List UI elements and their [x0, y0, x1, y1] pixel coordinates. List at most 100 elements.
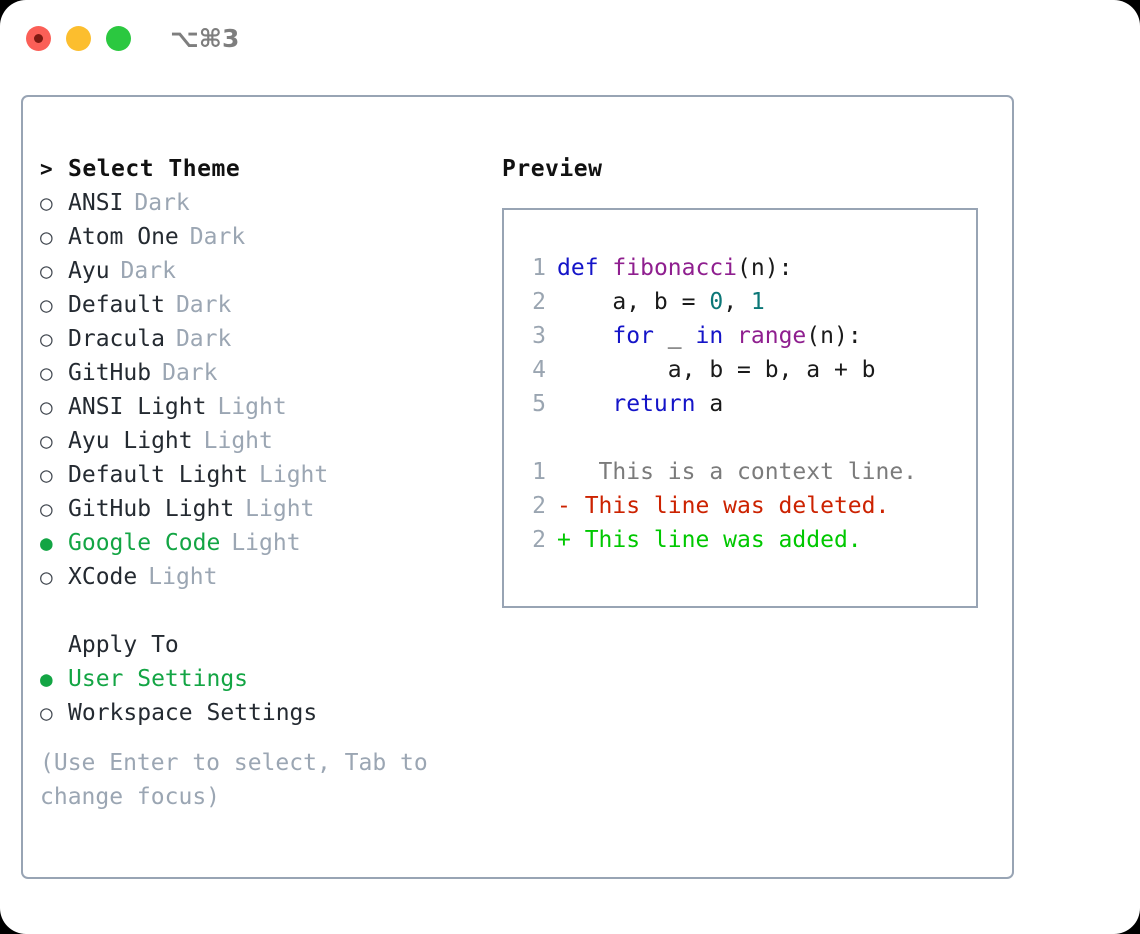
- code-token: return: [612, 391, 696, 417]
- diff-line: 2 - This line was deleted.: [524, 489, 976, 523]
- line-number: 2: [532, 289, 546, 315]
- diff-sample: 1 This is a context line. 2 - This line wa…: [524, 455, 976, 557]
- theme-name: Dracula: [68, 326, 165, 352]
- theme-name: GitHub Light: [68, 496, 235, 522]
- radio-unselected-icon[interactable]: ○: [40, 463, 53, 487]
- code-token: [557, 323, 612, 349]
- preview-title: Preview: [502, 156, 603, 182]
- theme-name: Atom One: [68, 224, 179, 250]
- diff-line: 2 + This line was added.: [524, 523, 976, 557]
- theme-list-item[interactable]: ○ Dracula Dark: [40, 322, 500, 356]
- code-token: [723, 323, 737, 349]
- theme-name: GitHub: [68, 360, 152, 386]
- apply-to-label: Apply To: [68, 632, 179, 658]
- radio-selected-icon[interactable]: ●: [40, 531, 53, 555]
- theme-variant-badge: Dark: [162, 360, 218, 386]
- apply-to-item[interactable]: ○ Workspace Settings: [40, 696, 500, 730]
- line-number: 2: [532, 493, 546, 519]
- apply-to-header: Apply To: [40, 628, 500, 662]
- radio-unselected-icon[interactable]: ○: [40, 701, 53, 725]
- code-token: def: [557, 255, 599, 281]
- close-button[interactable]: [26, 26, 51, 51]
- theme-variant-badge: Light: [259, 462, 329, 488]
- radio-unselected-icon[interactable]: ○: [40, 361, 53, 385]
- window-title: ⌥⌘3: [170, 24, 240, 53]
- code-line: 4 a, b = b, a + b: [524, 353, 976, 387]
- theme-name: XCode: [68, 564, 138, 590]
- radio-unselected-icon[interactable]: ○: [40, 565, 53, 589]
- code-line: 3 for _ in range(n):: [524, 319, 976, 353]
- line-number: 2: [532, 527, 546, 553]
- radio-unselected-icon[interactable]: ○: [40, 293, 53, 317]
- radio-unselected-icon[interactable]: ○: [40, 225, 53, 249]
- code-token: a, b =: [557, 289, 710, 315]
- theme-variant-badge: Light: [148, 564, 218, 590]
- theme-list-item[interactable]: ○ GitHub Dark: [40, 356, 500, 390]
- code-token: _: [653, 323, 696, 349]
- theme-list-item[interactable]: ○ Atom One Dark: [40, 220, 500, 254]
- theme-variant-badge: Light: [245, 496, 315, 522]
- apply-to-option-label: Workspace Settings: [68, 700, 318, 726]
- prompt-caret-icon: >: [40, 157, 53, 181]
- code-token: for: [612, 323, 654, 349]
- code-line: 5 return a: [524, 387, 976, 421]
- theme-variant-badge: Dark: [134, 190, 190, 216]
- radio-selected-icon[interactable]: ●: [40, 667, 53, 691]
- code-token: 0: [709, 289, 724, 315]
- theme-list-item[interactable]: ○ XCode Light: [40, 560, 500, 594]
- apply-to-item[interactable]: ● User Settings: [40, 662, 500, 696]
- window-controls: [26, 26, 131, 51]
- theme-variant-badge: Dark: [175, 292, 232, 318]
- radio-unselected-icon[interactable]: ○: [40, 327, 53, 351]
- theme-name: Default Light: [68, 462, 249, 488]
- code-token: [557, 391, 612, 417]
- theme-name: Google Code: [68, 530, 221, 556]
- theme-variant-badge: Dark: [120, 258, 176, 284]
- code-token: a, b = b, a + b: [557, 357, 876, 383]
- diff-line: 1 This is a context line.: [524, 455, 976, 489]
- radio-unselected-icon[interactable]: ○: [40, 429, 53, 453]
- radio-unselected-icon[interactable]: ○: [40, 259, 53, 283]
- code-token: fibonacci: [612, 255, 738, 281]
- theme-variant-badge: Dark: [189, 224, 246, 250]
- theme-list-item[interactable]: ○ GitHub Light Light: [40, 492, 500, 526]
- theme-list-item[interactable]: ○ Default Dark: [40, 288, 500, 322]
- theme-variant-badge: Light: [217, 394, 287, 420]
- section-spacer: [40, 594, 500, 628]
- code-token: (n):: [806, 323, 862, 349]
- code-token: [599, 255, 613, 281]
- radio-unselected-icon[interactable]: ○: [40, 395, 53, 419]
- code-diff-spacer: [524, 421, 976, 455]
- line-number: 3: [532, 323, 546, 349]
- theme-variant-badge: Dark: [175, 326, 232, 352]
- theme-list-item[interactable]: ○ ANSI Dark: [40, 186, 500, 220]
- diff-text: + This line was added.: [557, 527, 862, 553]
- select-theme-label: Select Theme: [68, 156, 241, 182]
- diff-text: This is a context line.: [557, 459, 918, 485]
- diff-text: - This line was deleted.: [557, 493, 890, 519]
- apply-to-option-label: User Settings: [68, 666, 249, 692]
- code-token: 1: [750, 289, 765, 315]
- radio-unselected-icon[interactable]: ○: [40, 497, 53, 521]
- code-token: ,: [723, 289, 751, 315]
- code-token: (n):: [737, 255, 793, 281]
- zoom-button[interactable]: [106, 26, 131, 51]
- code-token: range: [737, 323, 807, 349]
- theme-name: ANSI: [68, 190, 124, 216]
- radio-unselected-icon[interactable]: ○: [40, 191, 53, 215]
- theme-list-item[interactable]: ○ Default Light Light: [40, 458, 500, 492]
- title-bar: ⌥⌘3: [0, 0, 1140, 78]
- minimize-button[interactable]: [66, 26, 91, 51]
- theme-name: Default: [68, 292, 165, 318]
